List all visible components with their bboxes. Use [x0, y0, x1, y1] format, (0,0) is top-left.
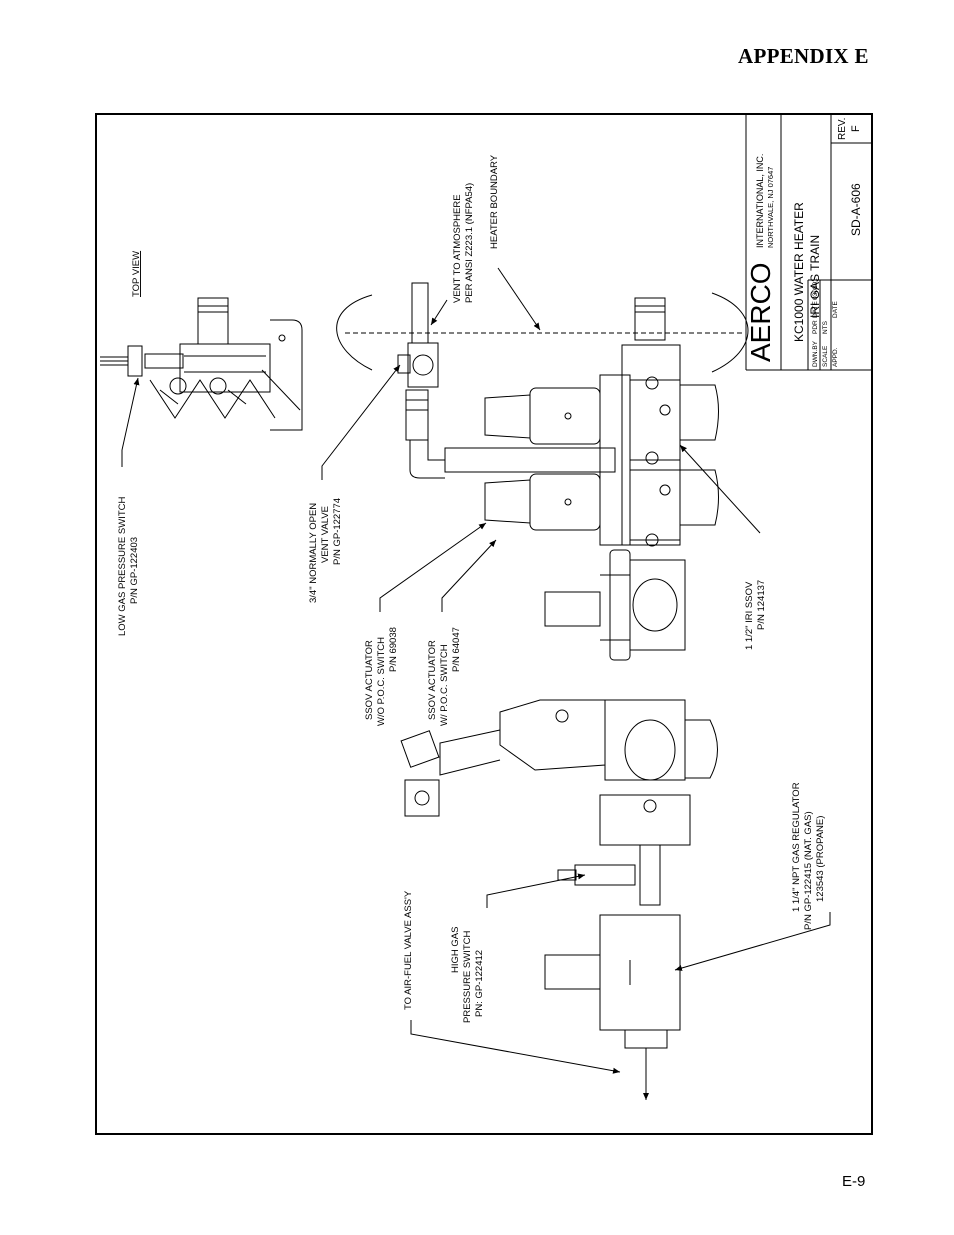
vent-valve-label-line2: VENT VALVE: [320, 506, 331, 563]
gas-regulator-drawing: [400, 699, 718, 1049]
vent-valve-label-line3: P/N GP-122774: [332, 498, 343, 565]
ssov-actuators-drawing: [484, 374, 631, 546]
appd-label: APPD.: [832, 347, 839, 367]
company-logo: AERCO: [745, 262, 776, 362]
regulator-label-line1: 1 1/4" NPT GAS REGULATOR: [791, 782, 802, 912]
rev-label: REV.: [837, 118, 848, 140]
iri-ssov-label-line2: P/N 124137: [756, 580, 767, 630]
company-address: NORTHVALE, NJ 07647: [766, 167, 775, 248]
high-gas-label-line1: HIGH GAS: [450, 927, 461, 973]
low-gas-switch-label-line2: P/N GP-122403: [129, 537, 140, 604]
heater-boundary-label: HEATER BOUNDARY: [489, 154, 500, 249]
regulator-label-line2: P/N GP-122415 (NAT. GAS): [803, 811, 814, 930]
regulator-label-line3: 123543 (PROPANE): [815, 816, 826, 902]
appd-date-label: DATE: [832, 300, 839, 318]
ssov-actuator-a-line2: W/O P.O.C. SWITCH: [376, 637, 387, 726]
vent-valve-drawing: [397, 282, 616, 479]
high-gas-label-line3: PN: GP-122412: [474, 950, 485, 1017]
high-gas-label-line2: PRESSURE SWITCH: [462, 930, 473, 1023]
air-fuel-label: TO AIR-FUEL VALVE ASS'Y: [403, 890, 414, 1010]
title-block: [745, 115, 873, 371]
vent-label-line2: PER ANSI Z223.1 (NFPA54): [464, 183, 475, 303]
drawing-number: SD-A-606: [849, 183, 863, 236]
page-number: E-9: [842, 1173, 866, 1190]
drawing-title-line2: IRI GAS TRAIN: [808, 235, 822, 318]
dwn-by-value: PDR: [812, 320, 819, 334]
vent-valve-label-line1: 3/4" NORMALLY OPEN: [308, 503, 319, 603]
rev-value: F: [850, 125, 862, 132]
scale-value: NTS: [822, 320, 829, 334]
dwn-by-label: DWN.BY: [812, 340, 819, 367]
drawing-title-line1: KC1000 WATER HEATER: [792, 202, 806, 342]
top-view-label: TOP VIEW: [131, 251, 142, 297]
iri-ssov-drawing: [544, 297, 719, 661]
drawing-frame: [95, 113, 873, 1135]
ssov-actuator-b-line3: P/N 64047: [451, 627, 462, 672]
scale-label: SCALE: [822, 345, 829, 367]
top-view-drawing: [100, 297, 303, 431]
company-name: INTERNATIONAL, INC.: [755, 154, 765, 248]
appendix-heading: APPENDIX E: [738, 44, 869, 68]
iri-ssov-label-line1: 1 1/2" IRI SSOV: [744, 581, 755, 650]
ssov-actuator-b-line1: SSOV ACTUATOR: [427, 640, 438, 720]
date-value: 030801: [812, 278, 819, 300]
ssov-actuator-a-line3: P/N 69038: [388, 627, 399, 672]
ssov-actuator-a-line1: SSOV ACTUATOR: [364, 640, 375, 720]
date-label: DATE: [812, 300, 819, 318]
low-gas-switch-label-line1: LOW GAS PRESSURE SWITCH: [117, 497, 128, 636]
ssov-actuator-b-line2: W/ P.O.C. SWITCH: [439, 644, 450, 726]
vent-label-line1: VENT TO ATMOSPHERE: [452, 194, 463, 303]
